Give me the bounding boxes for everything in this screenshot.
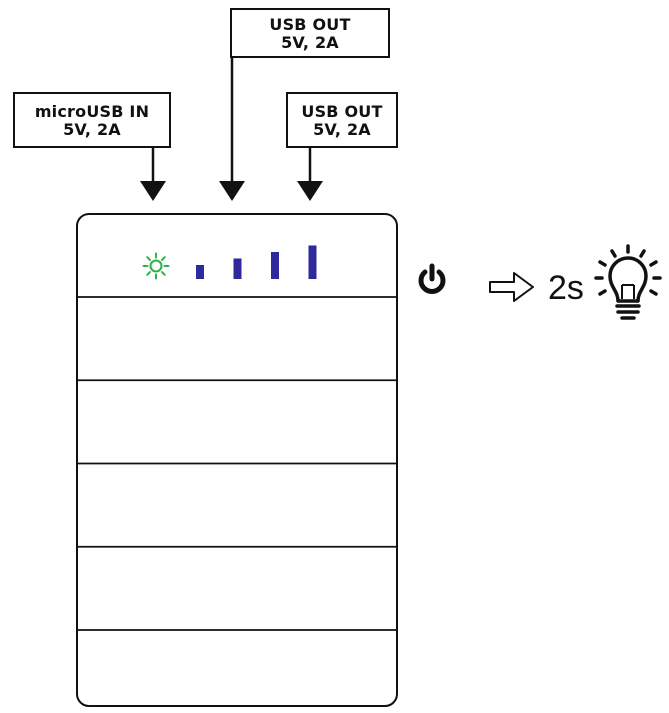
connector-arrow-usb-out-2 [297, 148, 323, 201]
segment-dividers [78, 296, 396, 631]
usb-out-2-title: USB OUT [301, 102, 383, 121]
level-bar-2 [233, 258, 242, 279]
usb-out-1-spec: 5V, 2A [281, 33, 339, 52]
level-bar-4 [308, 245, 317, 279]
power-icon [418, 263, 446, 294]
micro-usb-in-title: microUSB IN [34, 102, 150, 121]
micro-usb-in-spec: 5V, 2A [63, 120, 121, 139]
level-bar-1 [196, 265, 204, 279]
battery-level-bars [196, 245, 317, 279]
hold-duration-label: 2s [548, 269, 584, 307]
usb-out-2-label: USB OUT 5V, 2A [286, 92, 398, 148]
connector-arrow-usb-out-1 [219, 58, 245, 201]
power-bank-body [76, 213, 398, 707]
connector-arrow-micro-usb [140, 148, 166, 201]
level-bar-3 [271, 252, 279, 279]
usb-out-1-label: USB OUT 5V, 2A [230, 8, 390, 58]
lightbulb-icon [594, 244, 662, 320]
usb-out-1-title: USB OUT [269, 15, 351, 34]
micro-usb-in-label: microUSB IN 5V, 2A [13, 92, 171, 148]
sun-icon [142, 252, 170, 280]
usb-out-2-spec: 5V, 2A [313, 120, 371, 139]
outline-arrow-right-icon [489, 272, 534, 302]
